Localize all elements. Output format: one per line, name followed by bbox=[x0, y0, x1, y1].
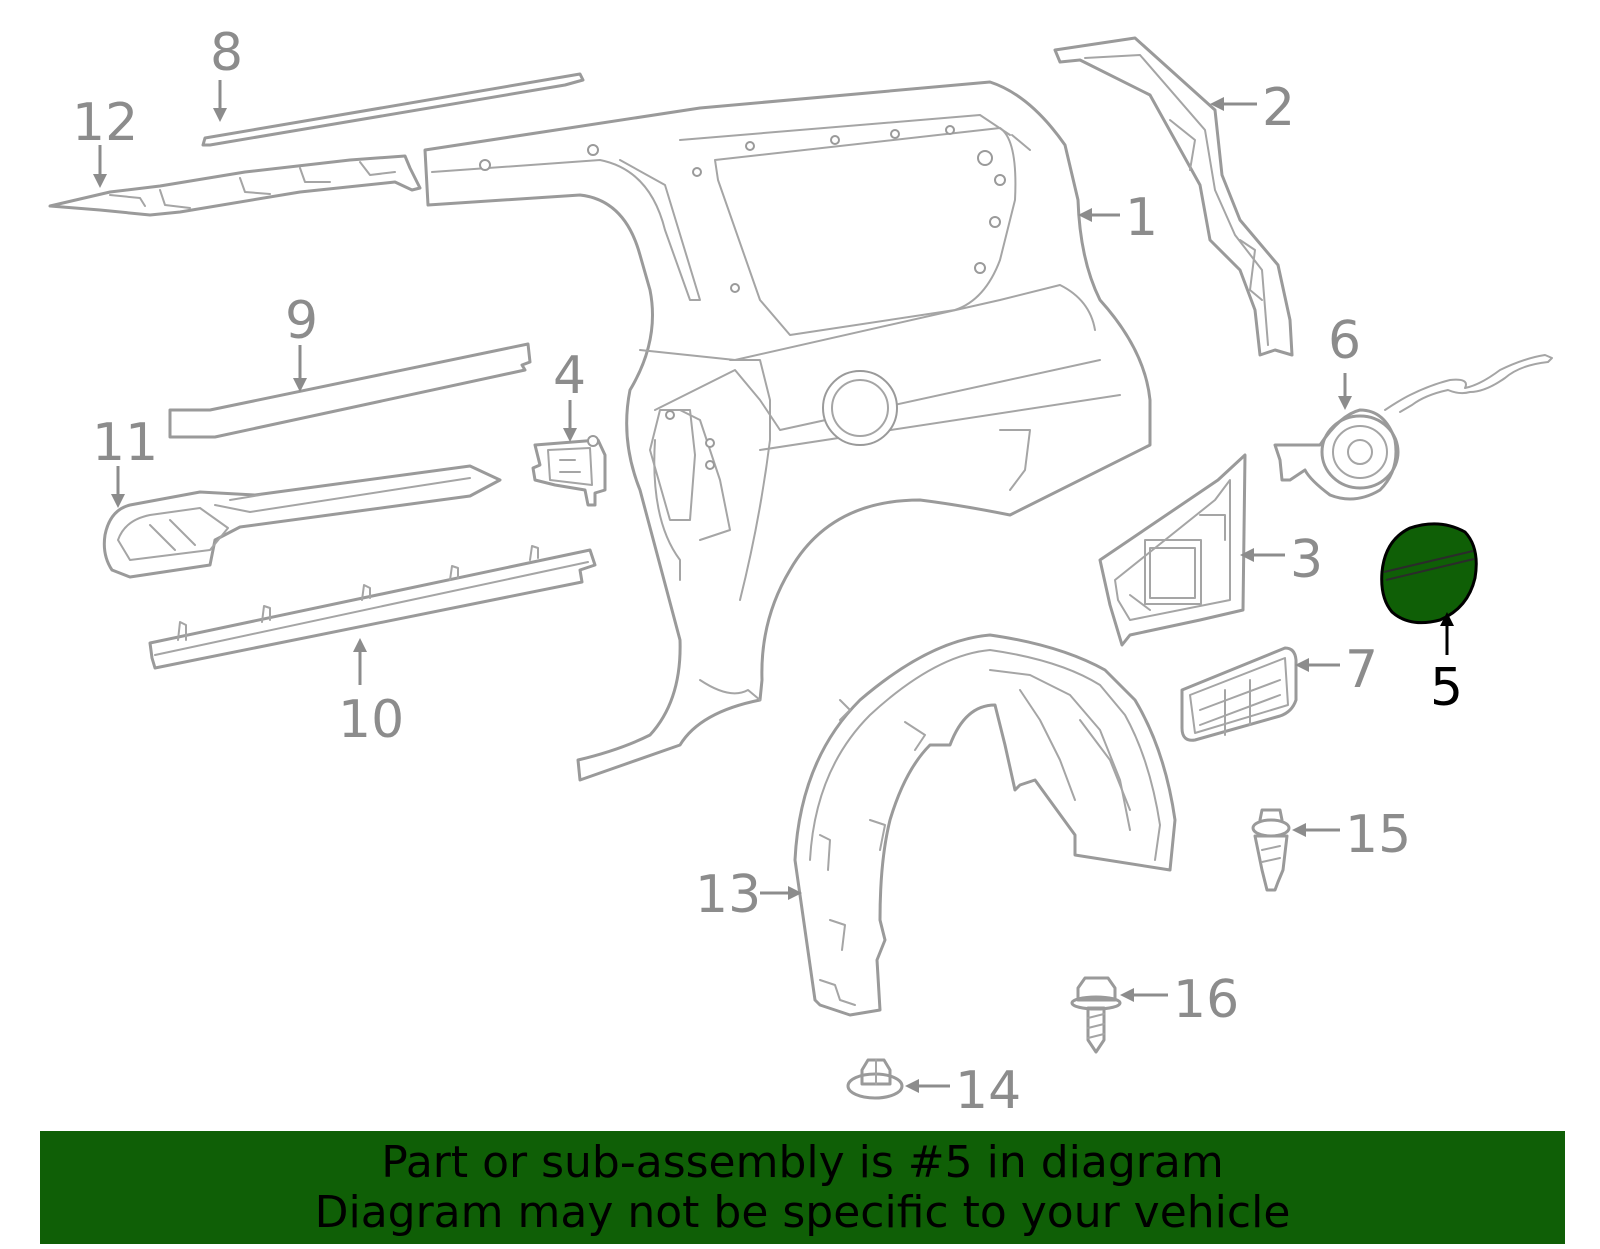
part-14-flange-nut[interactable] bbox=[846, 1058, 904, 1100]
part-6-fuel-filler-housing[interactable] bbox=[1273, 354, 1553, 501]
part-15-push-clip[interactable] bbox=[1251, 808, 1291, 892]
callout-14: 14 bbox=[955, 1061, 1021, 1121]
callout-6: 6 bbox=[1328, 311, 1361, 371]
callout-7: 7 bbox=[1345, 640, 1378, 700]
part-4-latch-bracket[interactable] bbox=[531, 435, 607, 507]
callout-9: 9 bbox=[285, 291, 318, 351]
leader-arrows bbox=[93, 80, 1454, 1093]
callout-13: 13 bbox=[695, 865, 761, 925]
callout-8: 8 bbox=[210, 23, 243, 83]
part-2-pillar-reinforcement[interactable] bbox=[1053, 36, 1294, 357]
part-12-roof-side-rail[interactable] bbox=[48, 154, 422, 217]
callout-numbers: 1 2 3 4 5 6 7 8 9 10 11 12 13 14 15 16 bbox=[72, 23, 1463, 1121]
part-7-pressure-vent[interactable] bbox=[1180, 646, 1298, 742]
callout-10: 10 bbox=[338, 690, 404, 750]
callout-12: 12 bbox=[72, 93, 138, 153]
part-3-bracket[interactable] bbox=[1098, 453, 1247, 647]
banner-line-2: Diagram may not be specific to your vehi… bbox=[314, 1186, 1291, 1238]
part-8-roof-molding[interactable] bbox=[201, 72, 585, 147]
part-9-sill-molding[interactable] bbox=[168, 342, 532, 439]
callout-16: 16 bbox=[1173, 970, 1239, 1030]
part-13-wheelhouse-liner[interactable] bbox=[793, 633, 1177, 1017]
callout-3: 3 bbox=[1290, 530, 1323, 590]
callout-2: 2 bbox=[1262, 78, 1295, 138]
part-5-fuel-door[interactable] bbox=[1380, 522, 1478, 625]
callout-4: 4 bbox=[553, 346, 586, 406]
callout-1: 1 bbox=[1125, 188, 1158, 248]
callout-5: 5 bbox=[1430, 658, 1463, 718]
part-1-quarter-panel[interactable] bbox=[423, 80, 1152, 782]
part-10-rocker-reinforcement[interactable] bbox=[148, 545, 597, 670]
banner-line-1: Part or sub-assembly is #5 in diagram bbox=[381, 1136, 1224, 1188]
part-11-sill-extension[interactable] bbox=[102, 464, 502, 579]
part-16-bolt[interactable] bbox=[1070, 976, 1122, 1054]
info-banner: Part or sub-assembly is #5 in diagram Di… bbox=[40, 1131, 1565, 1244]
callout-15: 15 bbox=[1345, 805, 1411, 865]
callout-11: 11 bbox=[92, 413, 158, 473]
